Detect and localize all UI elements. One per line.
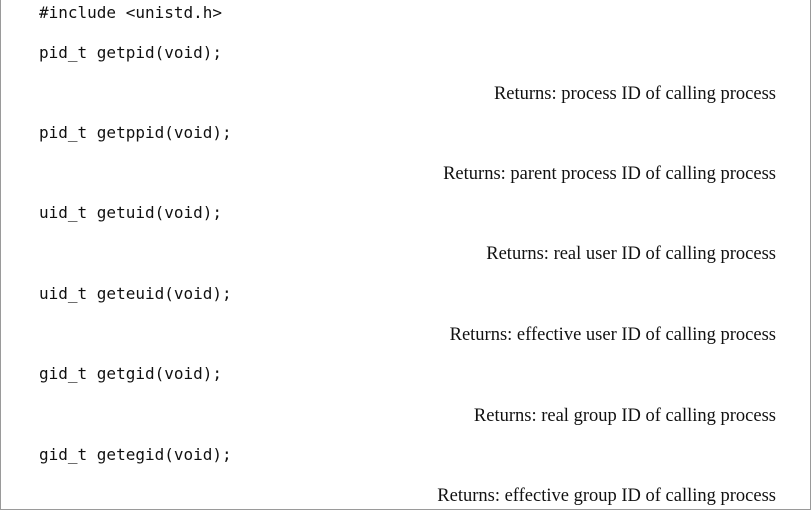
prototype-getegid: gid_t getegid(void); [39, 445, 232, 464]
returns-getppid: Returns: parent process ID of calling pr… [443, 164, 776, 184]
include-directive: #include <unistd.h> [39, 3, 223, 22]
prototype-getuid: uid_t getuid(void); [39, 203, 223, 222]
prototype-getgid: gid_t getgid(void); [39, 364, 223, 383]
prototype-geteuid: uid_t geteuid(void); [39, 284, 232, 303]
returns-geteuid: Returns: effective user ID of calling pr… [449, 325, 776, 345]
returns-getuid: Returns: real user ID of calling process [486, 244, 776, 264]
prototype-getpid: pid_t getpid(void); [39, 43, 223, 62]
prototype-getppid: pid_t getppid(void); [39, 123, 232, 142]
returns-getegid: Returns: effective group ID of calling p… [437, 486, 776, 506]
returns-getpid: Returns: process ID of calling process [493, 84, 776, 104]
returns-getgid: Returns: real group ID of calling proces… [473, 406, 776, 426]
